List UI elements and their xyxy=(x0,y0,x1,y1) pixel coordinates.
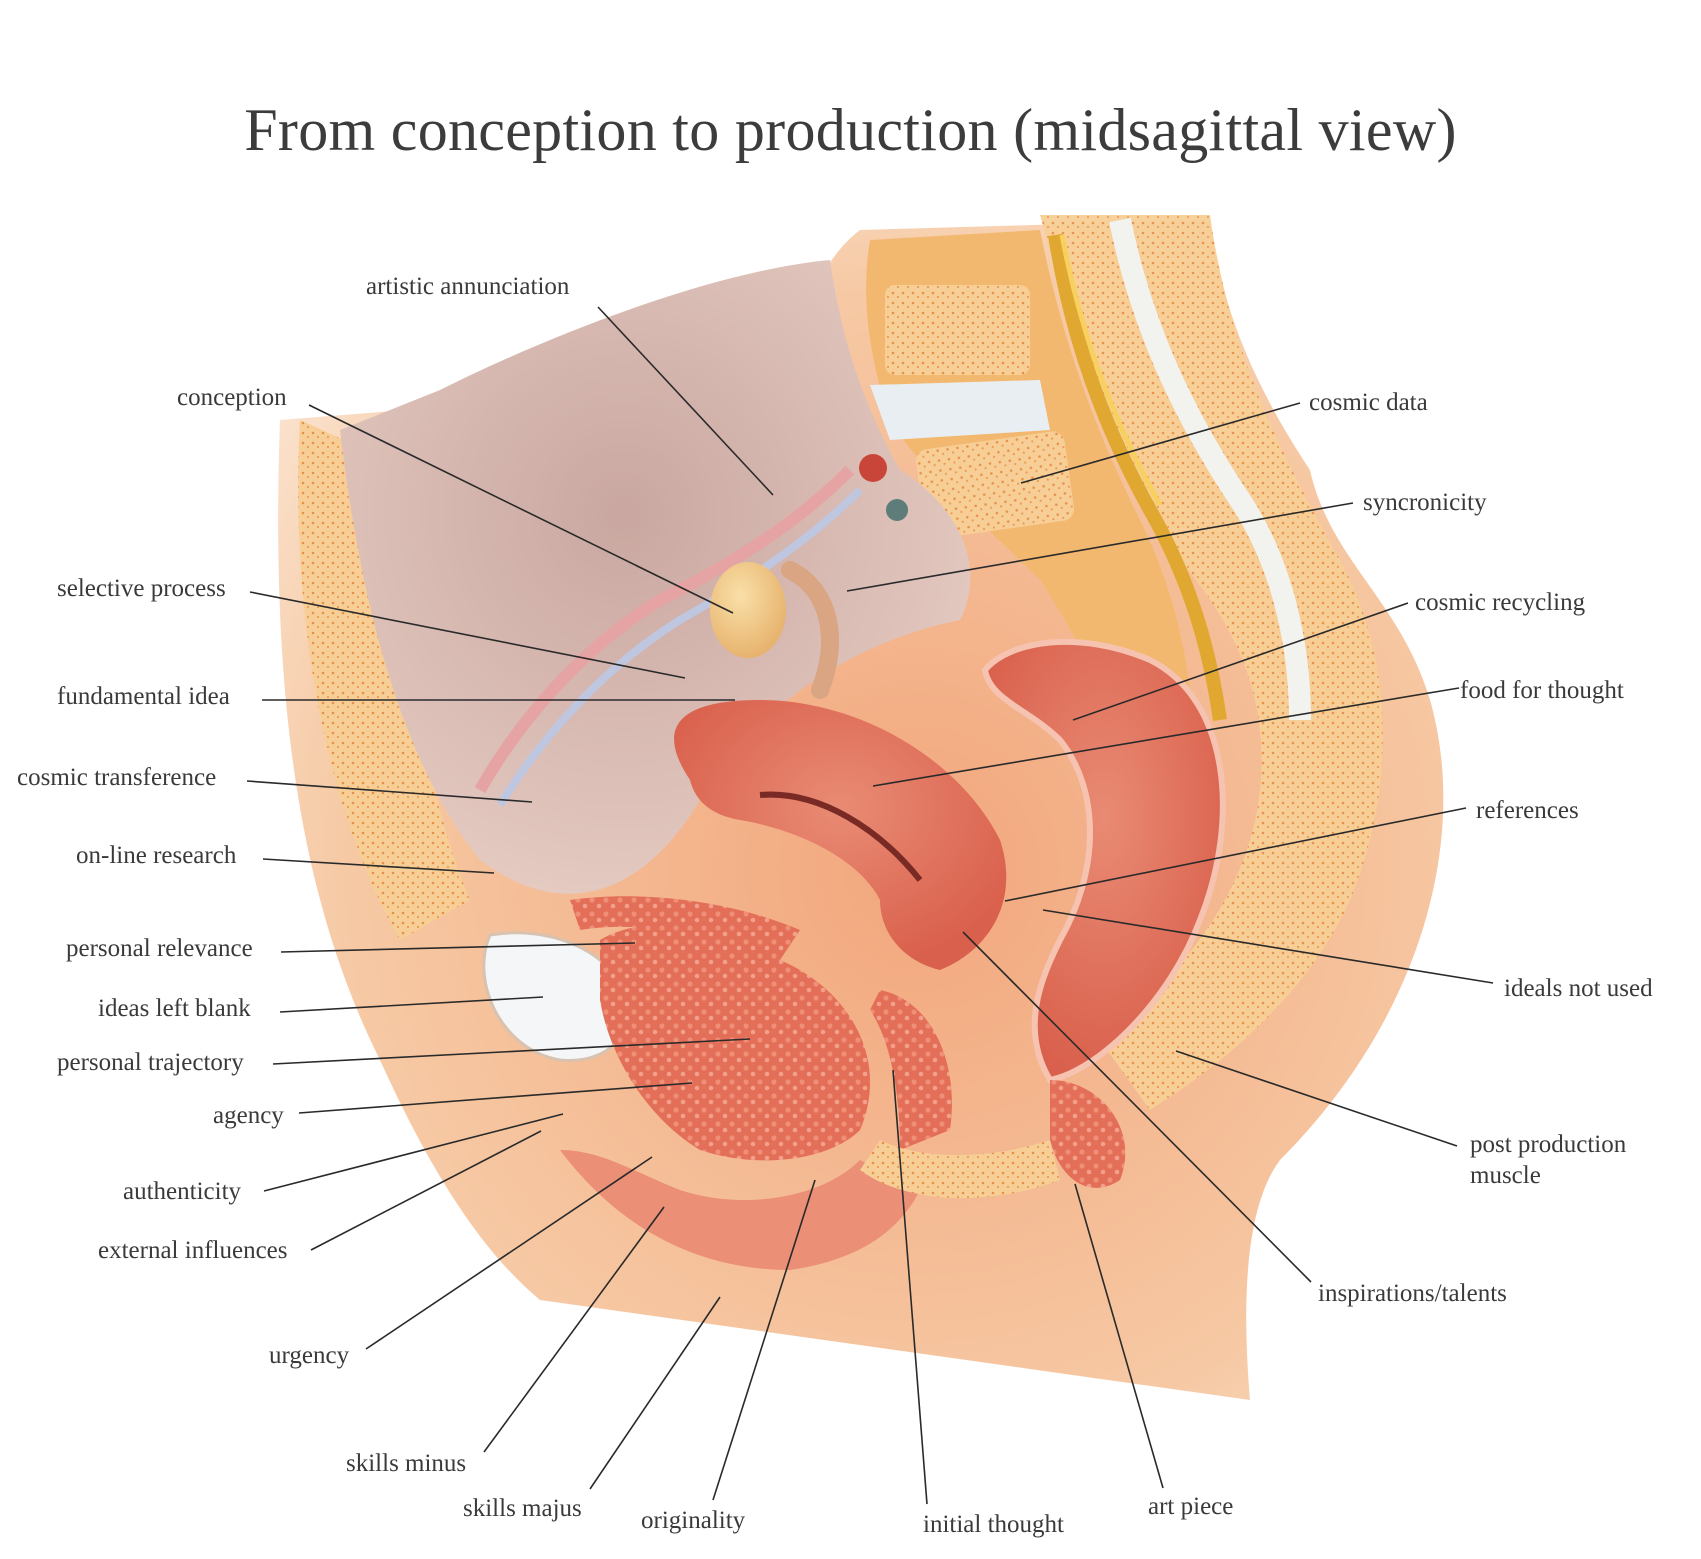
label-food-for-thought: food for thought xyxy=(1460,677,1624,704)
label-personal-relevance: personal relevance xyxy=(66,935,253,962)
label-selective-process: selective process xyxy=(57,575,226,602)
leader-lines xyxy=(246,306,1494,1505)
label-agency: agency xyxy=(213,1102,284,1129)
label-authenticity: authenticity xyxy=(123,1178,242,1205)
label-cosmic-data: cosmic data xyxy=(1309,389,1428,416)
label-cosmic-recycling: cosmic recycling xyxy=(1415,589,1586,616)
label-inspirations-talents: inspirations/talents xyxy=(1318,1280,1507,1307)
label-skills-majus: skills majus xyxy=(463,1495,582,1522)
label-originality: originality xyxy=(641,1507,746,1534)
label-syncronicity: syncronicity xyxy=(1363,489,1487,516)
label-urgency: urgency xyxy=(269,1342,350,1369)
label-references: references xyxy=(1476,797,1579,824)
label-post-production-muscle: post production muscle xyxy=(1470,1131,1627,1189)
label-cosmic-transference: cosmic transference xyxy=(17,764,217,791)
label-ideas-left-blank: ideas left blank xyxy=(98,995,251,1022)
diagram-title: From conception to production (midsagitt… xyxy=(244,97,1457,163)
label-online-research: on-line research xyxy=(76,842,237,869)
label-ideals-not-used: ideals not used xyxy=(1504,975,1653,1002)
label-external-influences: external influences xyxy=(98,1237,288,1264)
label-skills-minus: skills minus xyxy=(346,1450,467,1477)
label-artistic-annunciation: artistic annunciation xyxy=(366,273,570,300)
label-art-piece: art piece xyxy=(1148,1493,1234,1520)
label-fundamental-idea: fundamental idea xyxy=(57,683,230,710)
label-conception: conception xyxy=(177,384,287,411)
label-initial-thought: initial thought xyxy=(923,1511,1064,1538)
label-personal-trajectory: personal trajectory xyxy=(57,1049,244,1076)
